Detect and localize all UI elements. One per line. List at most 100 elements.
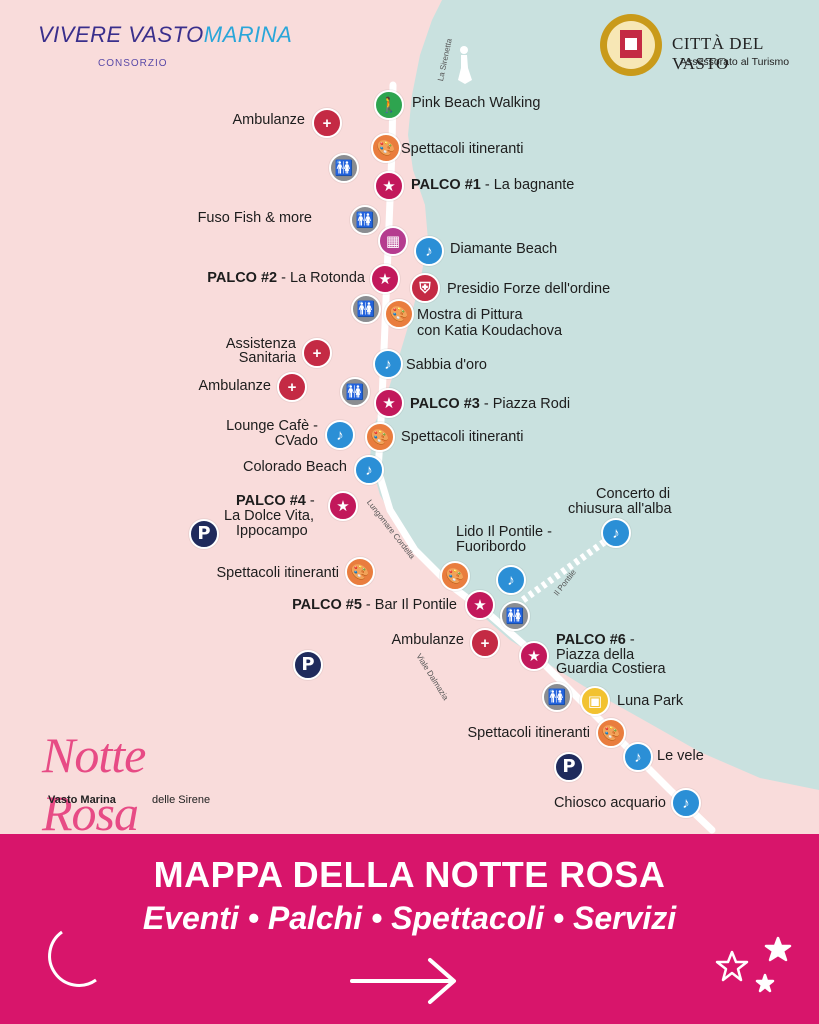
label-lido-1: Lido Il Pontile -: [456, 524, 552, 540]
stage-star-icon[interactable]: ★: [374, 388, 404, 418]
theater-palette-icon[interactable]: 🎨: [365, 422, 395, 452]
label-lido-2: Fuoribordo: [456, 539, 527, 555]
label-palco1: PALCO #1 - La bagnante: [411, 178, 574, 193]
banner-title: MAPPA DELLA NOTTE ROSA: [153, 854, 666, 895]
label-assistenza-1: Assistenza: [225, 336, 296, 352]
palco1-title: PALCO #1: [411, 177, 481, 193]
first-aid-icon[interactable]: +: [470, 628, 500, 658]
parking-icon[interactable]: P: [554, 752, 584, 782]
label-palco4-2: La Dolce Vita,: [224, 508, 315, 524]
palco3-name: - Piazza Rodi: [479, 396, 571, 412]
restroom-icon[interactable]: 🚻: [329, 153, 359, 183]
notte-rosa-tagline: delle Sirene: [152, 794, 211, 806]
restroom-icon[interactable]: 🚻: [542, 682, 572, 712]
label-ambulanze-2: Ambulanze: [198, 378, 271, 394]
music-note-icon[interactable]: ♪: [414, 236, 444, 266]
label-sabbia: Sabbia d'oro: [406, 357, 487, 373]
stage-star-icon[interactable]: ★: [519, 641, 549, 671]
restroom-icon[interactable]: 🚻: [350, 205, 380, 235]
label-palco4-3: Ippocampo: [236, 523, 308, 539]
theater-palette-icon[interactable]: 🎨: [440, 561, 470, 591]
logo-sub: CONSORZIO: [98, 58, 168, 69]
notte-rosa-title: Notte Rosa: [42, 727, 146, 841]
first-aid-icon[interactable]: +: [277, 372, 307, 402]
parking-icon[interactable]: P: [189, 519, 219, 549]
music-note-icon[interactable]: ♪: [601, 518, 631, 548]
label-spettacoli-1: Spettacoli itineranti: [401, 141, 524, 157]
palco3-title: PALCO #3: [410, 396, 480, 412]
stage-star-icon[interactable]: ★: [374, 171, 404, 201]
banner-decor: [48, 930, 792, 1004]
label-spettacoli-4: Spettacoli itineranti: [467, 725, 590, 741]
pier: [520, 535, 613, 603]
label-palco4: PALCO #4 -: [236, 494, 315, 509]
label-lounge-2: CVado: [274, 433, 318, 449]
notte-rosa-place: Vasto Marina: [48, 794, 116, 806]
palco4-sep: -: [305, 493, 315, 509]
logo-text-a: VIVERE VASTO: [38, 22, 204, 47]
city-seal-icon: [600, 14, 662, 76]
restroom-icon[interactable]: 🚻: [340, 377, 370, 407]
first-aid-icon[interactable]: +: [302, 338, 332, 368]
theater-palette-icon[interactable]: 🎨: [345, 557, 375, 587]
label-palco3: PALCO #3 - Piazza Rodi: [410, 397, 570, 412]
stage-star-icon[interactable]: ★: [328, 491, 358, 521]
music-note-icon[interactable]: ♪: [373, 349, 403, 379]
label-chiosco: Chiosco acquario: [553, 795, 666, 811]
music-note-icon[interactable]: ♪: [325, 420, 355, 450]
label-palco5: PALCO #5 - Bar Il Pontile: [250, 598, 457, 613]
palco6-sep: -: [625, 632, 635, 648]
theater-palette-icon[interactable]: 🎨: [384, 299, 414, 329]
banner-subtitle: Eventi • Palchi • Spettacoli • Servizi: [142, 900, 677, 936]
moon-icon: [48, 930, 97, 987]
police-shield-icon[interactable]: ⛨: [410, 273, 440, 303]
first-aid-icon[interactable]: +: [312, 108, 342, 138]
label-spettacoli-2: Spettacoli itineranti: [401, 429, 524, 445]
label-palco6-3: Guardia Costiera: [556, 661, 666, 677]
label-concerto-2: chiusura all'alba: [568, 501, 672, 517]
stars-icon: [715, 936, 792, 993]
palco5-name: - Bar Il Pontile: [361, 597, 457, 613]
theater-palette-icon[interactable]: 🎨: [596, 718, 626, 748]
stage-star-icon[interactable]: ★: [370, 264, 400, 294]
music-note-icon[interactable]: ♪: [671, 788, 701, 818]
restroom-icon[interactable]: 🚻: [500, 601, 530, 631]
map-background: [370, 0, 819, 834]
label-palco6: PALCO #6 -: [556, 633, 635, 648]
citta-del-vasto-logo: CITTÀ DEL VASTO Assessorato al Turismo: [598, 12, 813, 82]
title-banner: MAPPA DELLA NOTTE ROSA Eventi • Palchi •…: [0, 834, 819, 1024]
logo-text-b: MARINA: [203, 22, 293, 47]
notte-rosa-logo: Notte Rosa Vasto Marina delle Sirene: [38, 722, 238, 841]
label-presidio: Presidio Forze dell'ordine: [447, 281, 611, 297]
walking-icon[interactable]: 🚶: [374, 90, 404, 120]
vivere-vasto-marina-logo: VIVERE VASTOMARINA CONSORZIO: [38, 22, 293, 69]
label-luna: Luna Park: [617, 693, 684, 709]
stage-star-icon[interactable]: ★: [465, 590, 495, 620]
luna-park-icon[interactable]: ▣: [580, 686, 610, 716]
label-pink-beach: Pink Beach Walking: [412, 95, 541, 111]
label-ambulanze-3: Ambulanze: [391, 632, 464, 648]
label-palco2: PALCO #2 - La Rotonda: [180, 271, 365, 286]
theater-palette-icon[interactable]: 🎨: [371, 133, 401, 163]
label-assistenza-2: Sanitaria: [238, 350, 296, 366]
palco2-name: - La Rotonda: [277, 270, 365, 286]
label-lounge-1: Lounge Cafè -: [226, 418, 318, 434]
label-mostra-2: con Katia Koudachova: [417, 323, 563, 339]
music-note-icon[interactable]: ♪: [623, 742, 653, 772]
city-title: CITTÀ DEL VASTO: [672, 34, 764, 73]
palco2-title: PALCO #2: [207, 270, 278, 286]
city-subtitle: Assessorato al Turismo: [680, 56, 790, 68]
music-note-icon[interactable]: ♪: [354, 455, 384, 485]
label-fuso: Fuso Fish & more: [197, 210, 312, 226]
palco5-title: PALCO #5: [292, 597, 362, 613]
parking-icon[interactable]: P: [293, 650, 323, 680]
label-palco6-2: Piazza della: [556, 647, 635, 663]
arrow-right-icon: [350, 958, 456, 1004]
label-ambulanze-1: Ambulanze: [232, 112, 305, 128]
food-stall-icon[interactable]: ▦: [378, 226, 408, 256]
music-note-icon[interactable]: ♪: [496, 565, 526, 595]
label-spettacoli-3: Spettacoli itineranti: [216, 565, 339, 581]
restroom-icon[interactable]: 🚻: [351, 294, 381, 324]
label-vele: Le vele: [657, 748, 704, 764]
